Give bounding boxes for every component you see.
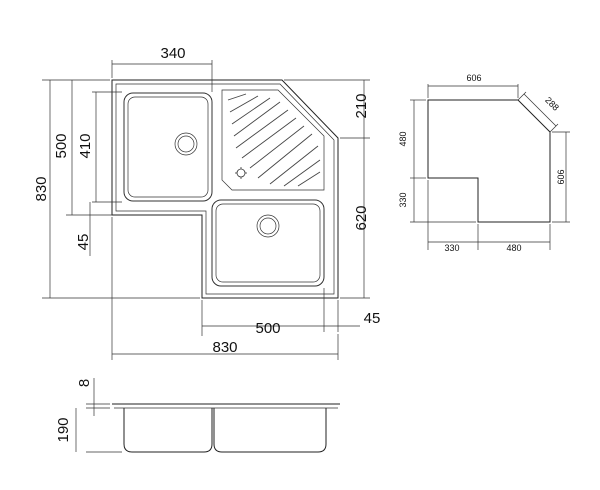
dim-label-corner: 210 bbox=[353, 93, 370, 118]
dim-label-left-offset: 45 bbox=[75, 234, 92, 251]
dim-label-left-outer: 500 bbox=[53, 133, 70, 158]
dim-right-210: 210 bbox=[284, 79, 370, 139]
left-drain-inner bbox=[177, 135, 195, 153]
drainer-grooves bbox=[227, 93, 321, 187]
dim-label-left-bowl: 410 bbox=[77, 133, 94, 158]
section-right-bowl bbox=[213, 408, 327, 453]
section-view: 8 190 bbox=[55, 378, 340, 453]
dim-label-right-offset: 45 bbox=[364, 310, 381, 327]
cutout-label-left-upper: 480 bbox=[398, 131, 408, 146]
right-bowl-inner bbox=[215, 203, 321, 283]
dim-top-340: 340 bbox=[111, 45, 213, 92]
dim-left-45: 45 bbox=[75, 202, 92, 256]
section-label-rim: 8 bbox=[76, 379, 93, 387]
cutout-label-right: 606 bbox=[556, 169, 566, 184]
cutout-label-top: 606 bbox=[466, 73, 481, 83]
dim-overall-width: 830 bbox=[111, 217, 339, 360]
cutout-label-bottom-right: 480 bbox=[506, 243, 521, 253]
dim-overall-height: 830 bbox=[33, 79, 200, 299]
drainer-board bbox=[221, 89, 325, 191]
sink-inner-rim bbox=[115, 83, 335, 295]
dim-left-410: 410 bbox=[77, 91, 122, 203]
cutout-view: 606 288 480 330 606 330 480 bbox=[398, 73, 570, 253]
right-drain bbox=[256, 214, 280, 238]
left-bowl-inner bbox=[127, 96, 209, 198]
dim-bottom-500: 500 45 bbox=[201, 288, 381, 337]
dim-label-overall-height: 830 bbox=[33, 176, 50, 201]
sink-outline bbox=[111, 79, 339, 299]
dim-label-right-bowl: 620 bbox=[353, 205, 370, 230]
dim-left-500: 500 bbox=[53, 80, 112, 216]
left-bowl bbox=[123, 92, 213, 202]
dim-label-bottom-bowl: 500 bbox=[255, 320, 280, 337]
dim-right-620: 620 bbox=[340, 138, 370, 299]
cutout-label-bottom-left: 330 bbox=[444, 243, 459, 253]
cutout-label-chamfer: 288 bbox=[543, 95, 561, 113]
section-left-bowl bbox=[123, 408, 213, 453]
right-bowl bbox=[211, 199, 325, 287]
tap-hole-marker bbox=[235, 167, 247, 179]
left-drain bbox=[174, 132, 198, 156]
dim-label-top-bowl: 340 bbox=[160, 45, 185, 62]
section-label-depth: 190 bbox=[55, 417, 72, 442]
dim-label-overall-width: 830 bbox=[212, 339, 237, 356]
cutout-outline bbox=[427, 99, 551, 223]
plan-view: 340 830 500 410 45 bbox=[33, 45, 380, 360]
cutout-label-left-lower: 330 bbox=[398, 192, 408, 207]
right-drain-inner bbox=[259, 217, 277, 235]
